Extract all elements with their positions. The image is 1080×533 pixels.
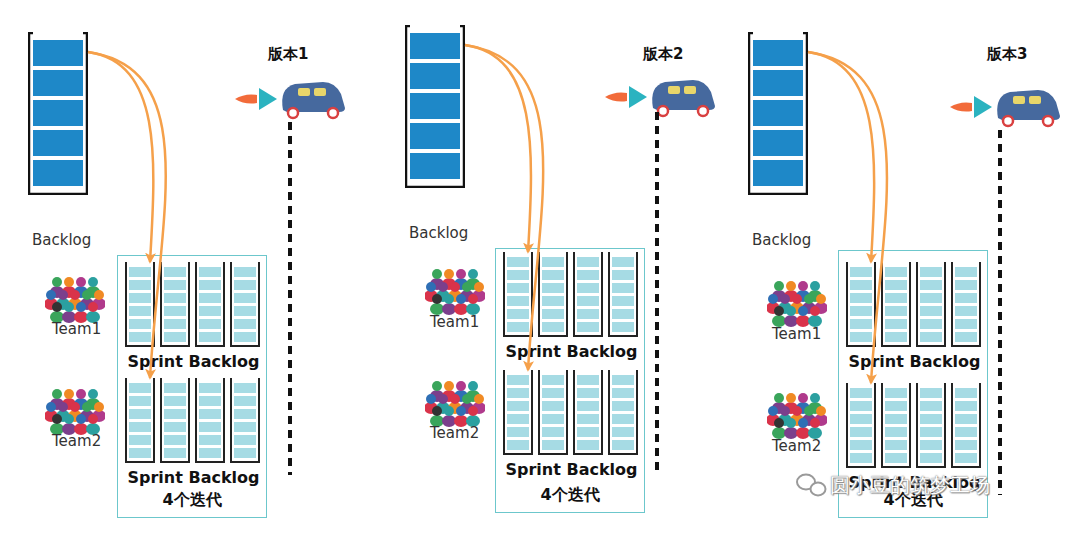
sprint-backlog: Sprint Backlog xyxy=(846,383,983,468)
team-label: Team2 xyxy=(430,424,479,442)
team-icon xyxy=(424,381,486,427)
backlog-box: Backlog xyxy=(748,32,808,195)
sprint-columns xyxy=(847,262,980,346)
flow-arrow xyxy=(88,52,153,262)
sprint-columns xyxy=(504,370,637,454)
team-icon xyxy=(44,389,106,435)
team-label: Team1 xyxy=(52,320,101,338)
release-line xyxy=(998,130,1002,495)
iteration-box: 4个迭代Sprint BacklogSprint Backlog xyxy=(117,255,267,518)
backlog-box: Backlog xyxy=(28,32,88,195)
version-label: 版本1 xyxy=(268,45,308,64)
node-label: Backlog xyxy=(32,231,91,249)
team-label: Team1 xyxy=(430,313,479,331)
version-label: 版本2 xyxy=(643,45,683,64)
team-icon xyxy=(44,277,106,323)
sprint-columns xyxy=(126,378,259,462)
sprint-backlog: Sprint Backlog xyxy=(125,262,262,347)
flow-arrow xyxy=(808,52,887,383)
team-icon xyxy=(424,269,486,315)
version-label: 版本3 xyxy=(987,45,1027,64)
team-label: Team1 xyxy=(772,325,821,343)
backlog-stack xyxy=(748,32,808,194)
iteration-box: 4个迭代Sprint BacklogSprint Backlog xyxy=(495,248,645,513)
node-label: Backlog xyxy=(409,224,468,242)
flow-arrow xyxy=(465,45,543,370)
node-label: 4个迭代 xyxy=(496,485,644,506)
team-icon xyxy=(766,393,828,439)
wechat-icon xyxy=(797,475,826,496)
backlog-stack xyxy=(405,25,465,187)
backlog-stack xyxy=(28,32,88,194)
rocket-car xyxy=(950,90,1060,126)
sprint-columns xyxy=(126,262,259,346)
release-line xyxy=(288,122,292,475)
release-line xyxy=(655,112,659,475)
node-label: 4个迭代 xyxy=(118,490,266,511)
rocket-car xyxy=(235,82,345,118)
flow-arrow xyxy=(465,45,531,252)
rocket-car xyxy=(605,80,715,116)
flow-arrow xyxy=(808,52,874,262)
sprint-backlog: Sprint Backlog xyxy=(846,262,983,347)
backlog-box: Backlog xyxy=(405,25,465,188)
sprint-columns xyxy=(847,383,980,467)
sprint-backlog: Sprint Backlog xyxy=(125,378,262,463)
node-label: Backlog xyxy=(752,231,811,249)
sprint-backlog: Sprint Backlog xyxy=(503,252,640,337)
team-label: Team2 xyxy=(52,432,101,450)
sprint-backlog: Sprint Backlog xyxy=(503,370,640,455)
sprint-columns xyxy=(504,252,637,336)
team-label: Team2 xyxy=(772,437,821,455)
flow-arrow xyxy=(88,52,166,378)
watermark: 圆小豆的筑梦工场 xyxy=(830,472,990,499)
team-icon xyxy=(766,281,828,327)
